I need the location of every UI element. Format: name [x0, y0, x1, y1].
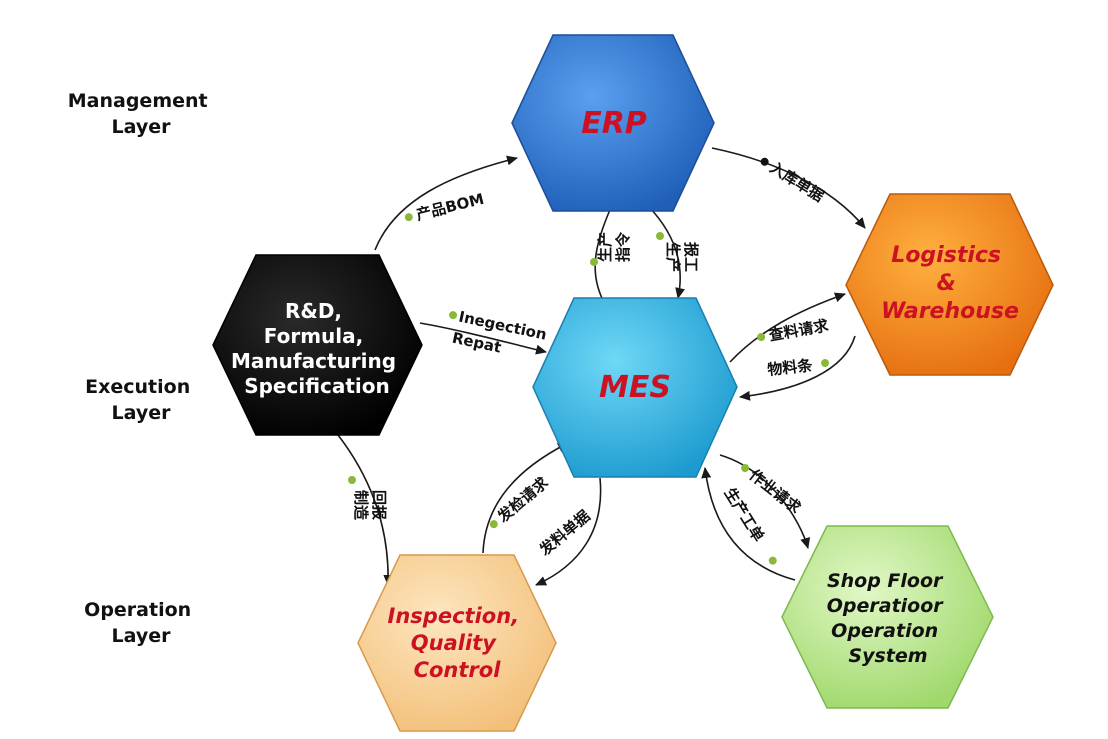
arrow-rnd-to-inspection [337, 434, 394, 586]
node-rnd-line1: R&D, [285, 299, 342, 323]
node-inspection-line3: Control [414, 658, 502, 682]
edge-label-rnd-mes: Inegection Repat [449, 307, 554, 366]
bullet-dot [590, 258, 598, 266]
arrow-mes-to-logistics [729, 292, 846, 363]
edge-label-mes-erp-right: 生产 报工 [656, 232, 700, 277]
arrow-rnd-to-erp [374, 155, 518, 251]
hexagon-mes [532, 297, 738, 478]
node-erp-line1: ERP [581, 106, 647, 141]
edge-erp-mes-left-line2: 指令 [614, 231, 632, 262]
node-logistics-label: Logistics & Warehouse [881, 243, 1019, 324]
node-erp[interactable]: ERP [511, 34, 715, 212]
layer-operation-line1: Operation [84, 599, 191, 621]
node-inspection-label: Inspection, Quality Control [388, 604, 527, 682]
node-logistics-line3: Warehouse [881, 299, 1019, 324]
node-shopfloor[interactable]: Shop Floor Operatioor Operation System [781, 525, 994, 709]
node-rnd-label: R&D, Formula, Manufacturing Specificatio… [231, 299, 403, 398]
edge-rnd-inspection-line2: 回报 [370, 490, 388, 520]
layer-management-line2: Layer [112, 116, 172, 138]
bullet-dot [404, 213, 413, 222]
node-logistics-line1: Logistics [891, 243, 1001, 268]
arrow-logistics-to-mes [739, 335, 856, 401]
bullet-dot [489, 520, 498, 529]
hexagon-rnd [212, 254, 423, 436]
edge-mes-inspection-text: 发料单据 [535, 507, 593, 560]
edge-rnd-erp-text: 产品BOM [414, 190, 485, 224]
edge-logistics-mes-top-text: 查料请求 [767, 316, 830, 344]
bullet-dot [656, 232, 664, 240]
node-rnd-line3: Manufacturing [231, 349, 396, 373]
arrow-mes-to-shopfloor [719, 454, 811, 549]
edge-label-rnd-erp: 产品BOM [404, 190, 486, 224]
hexagon-inspection [357, 554, 557, 732]
edge-erp-mes-left-text: 生产 指令 [596, 227, 632, 262]
node-logistics-line2: & [937, 271, 956, 296]
arrow-mes-to-erp [594, 199, 615, 307]
node-mes-label: MES [599, 370, 671, 405]
arrow-erp-to-logistics [711, 147, 866, 229]
layer-management-line1: Management [68, 90, 208, 112]
edge-rnd-mes-text: Inegection Repat [451, 307, 554, 366]
node-mes[interactable]: MES [532, 297, 738, 478]
bullet-dot [821, 358, 830, 367]
arrow-shopfloor-to-mes [701, 467, 796, 581]
edge-rnd-inspection-text: 制造 回报 [352, 490, 388, 525]
arrow-rnd-to-mes [419, 322, 547, 355]
node-rnd-line2: Formula, [264, 324, 363, 348]
arrows [337, 147, 866, 586]
bullet-dot [449, 311, 458, 320]
edge-mes-erp-right-text: 生产 报工 [664, 242, 700, 277]
edge-rnd-inspection-line1: 制造 [352, 490, 370, 520]
layer-label-operation: Operation Layer [84, 599, 198, 647]
hexagon-erp [511, 34, 715, 212]
node-inspection-line2: Quality [411, 631, 497, 655]
edge-label-mes-inspection: 发料单据 [535, 507, 593, 560]
arrow-erp-to-mes [649, 207, 685, 299]
layer-operation-line2: Layer [112, 625, 172, 647]
edge-mes-erp-right-line1: 生产 [664, 242, 682, 272]
edge-label-erp-logistics: 入库单据 [760, 157, 827, 205]
edge-erp-logistics-text: 入库单据 [767, 158, 827, 205]
node-shopfloor-label: Shop Floor Operatioor Operation System [827, 570, 950, 667]
edge-inspection-mes-text: 发检请求 [493, 473, 552, 527]
node-erp-label: ERP [581, 106, 647, 141]
edge-erp-mes-left-line1: 生产 [596, 232, 614, 262]
layer-execution-line2: Layer [112, 402, 172, 424]
bullet-dot [768, 556, 777, 565]
layer-label-management: Management Layer [68, 90, 214, 138]
node-mes-line1: MES [599, 370, 671, 405]
edge-label-erp-mes-left: 生产 指令 [590, 227, 632, 266]
node-inspection[interactable]: Inspection, Quality Control [357, 554, 557, 732]
edge-label-logistics-mes-bottom: 物料条 [767, 356, 830, 379]
node-rnd-line4: Specification [244, 374, 390, 398]
arrow-inspection-to-mes [482, 442, 569, 554]
node-shopfloor-line2: Operatioor [827, 595, 945, 617]
edge-mes-shopfloor-bottom-text: 生产工单 [721, 485, 768, 545]
node-rnd[interactable]: R&D, Formula, Manufacturing Specificatio… [212, 254, 423, 436]
hexagon-shopfloor [781, 525, 994, 709]
layer-execution-line1: Execution [85, 376, 190, 398]
bullet-dot [741, 464, 750, 473]
node-shopfloor-line1: Shop Floor [827, 570, 944, 592]
edge-mes-shopfloor-top-text: 作业请求 [746, 466, 805, 518]
edge-mes-erp-right-line2: 报工 [682, 242, 700, 272]
edge-label-inspection-mes: 发检请求 [489, 473, 552, 529]
hexagon-logistics [845, 193, 1054, 376]
edge-logistics-mes-bottom-text: 物料条 [767, 356, 815, 379]
node-logistics[interactable]: Logistics & Warehouse [845, 193, 1054, 376]
bullet-dot [757, 333, 766, 342]
edge-label-rnd-inspection: 制造 回报 [348, 476, 388, 525]
node-shopfloor-line3: Operation [831, 620, 938, 642]
bullet-dot [348, 476, 356, 484]
bullet-dot [760, 157, 769, 166]
arrow-mes-to-inspection [535, 477, 602, 586]
node-inspection-line1: Inspection, [388, 604, 520, 628]
layer-label-execution: Execution Layer [85, 376, 197, 424]
node-shopfloor-line4: System [848, 645, 927, 667]
